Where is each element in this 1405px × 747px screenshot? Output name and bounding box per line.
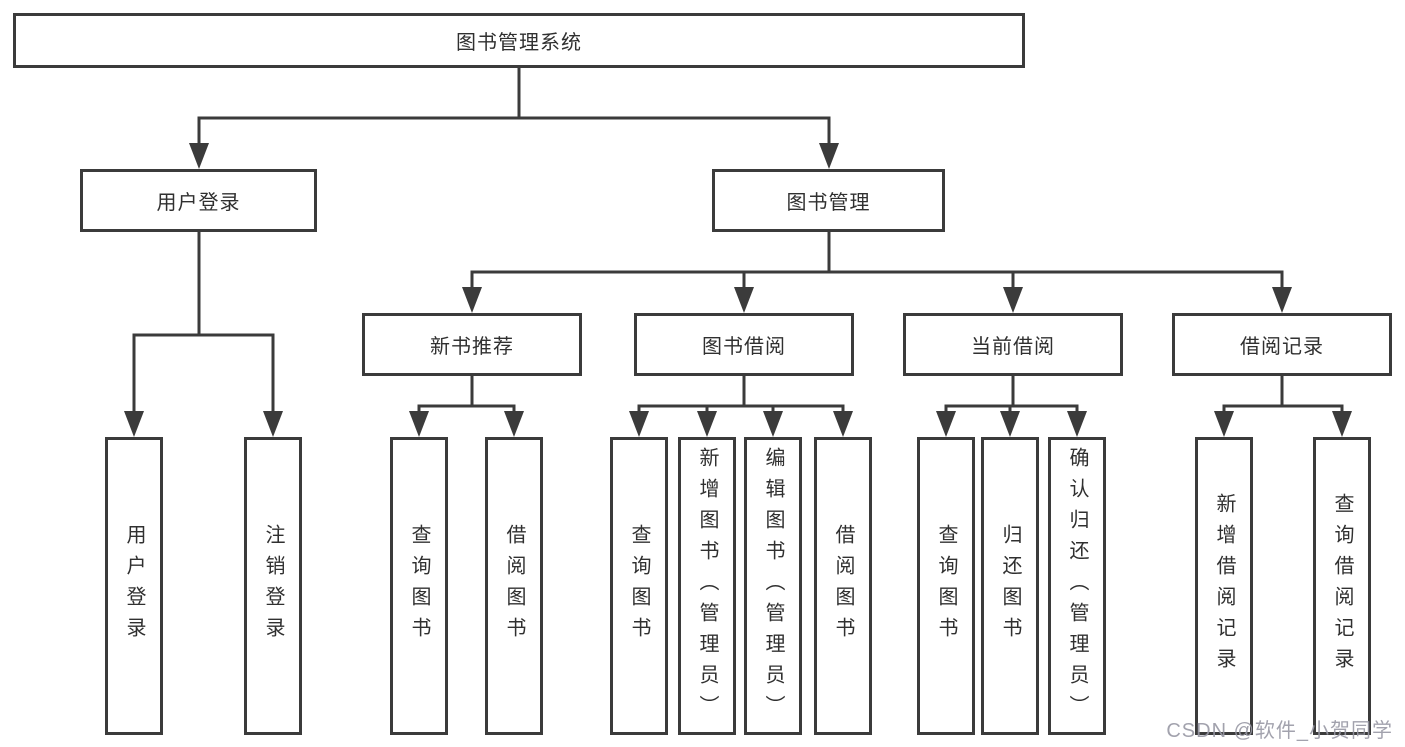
node-library-management-system: 图书管理系统 [13, 13, 1025, 68]
node-logout: 注销登录 [244, 437, 302, 735]
node-edit-books-admin: 编辑图书（管理员） [744, 437, 802, 735]
node-user-login-leaf: 用户登录 [105, 437, 163, 735]
node-label: 借阅记录 [1240, 336, 1324, 358]
node-user-login: 用户登录 [80, 169, 317, 232]
edge-borrowing-branch [637, 374, 845, 418]
node-label: 新书推荐 [430, 336, 514, 358]
node-add-books-admin: 新增图书（管理员） [678, 437, 736, 735]
node-query-books-recommend: 查询图书 [390, 437, 448, 735]
node-label: 查询图书 [935, 524, 957, 648]
node-book-management: 图书管理 [712, 169, 945, 232]
node-label: 借阅图书 [832, 524, 854, 648]
node-label: 归还图书 [999, 524, 1021, 648]
node-label: 查询图书 [628, 524, 650, 648]
edge-book-management-branch [470, 230, 1284, 294]
edge-records-branch [1222, 374, 1344, 418]
node-label: 图书管理 [786, 192, 871, 214]
edge-root-branch [197, 66, 831, 150]
node-label: 用户登录 [156, 192, 241, 214]
node-return-books: 归还图书 [981, 437, 1039, 735]
node-label: 确认归还（管理员） [1066, 446, 1088, 726]
node-label: 新增借阅记录 [1213, 493, 1235, 679]
edge-recommendation-branch [417, 374, 516, 418]
node-label: 注销登录 [262, 524, 284, 648]
node-borrowing-records: 借阅记录 [1172, 313, 1392, 376]
node-borrow-books-recommend: 借阅图书 [485, 437, 543, 735]
node-book-borrowing: 图书借阅 [634, 313, 854, 376]
node-label: 查询图书 [408, 524, 430, 648]
node-label: 图书借阅 [702, 336, 786, 358]
node-query-books-current: 查询图书 [917, 437, 975, 735]
node-query-books-borrow: 查询图书 [610, 437, 668, 735]
edge-user-login-branch [132, 230, 275, 418]
node-query-borrow-record: 查询借阅记录 [1313, 437, 1371, 735]
node-new-book-recommendation: 新书推荐 [362, 313, 582, 376]
node-confirm-return-admin: 确认归还（管理员） [1048, 437, 1106, 735]
node-label: 新增图书（管理员） [696, 446, 718, 726]
node-label: 借阅图书 [503, 524, 525, 648]
node-borrow-books-leaf: 借阅图书 [814, 437, 872, 735]
node-label: 当前借阅 [971, 336, 1055, 358]
csdn-watermark: CSDN @软件_小贺同学 [1166, 720, 1393, 742]
node-label: 图书管理系统 [456, 32, 582, 54]
node-label: 用户登录 [123, 524, 145, 648]
node-add-borrow-record: 新增借阅记录 [1195, 437, 1253, 735]
arrowheads [124, 143, 1352, 437]
edge-current-branch [944, 374, 1079, 418]
node-current-borrowing: 当前借阅 [903, 313, 1123, 376]
node-label: 编辑图书（管理员） [762, 446, 784, 726]
node-label: 查询借阅记录 [1331, 493, 1353, 679]
